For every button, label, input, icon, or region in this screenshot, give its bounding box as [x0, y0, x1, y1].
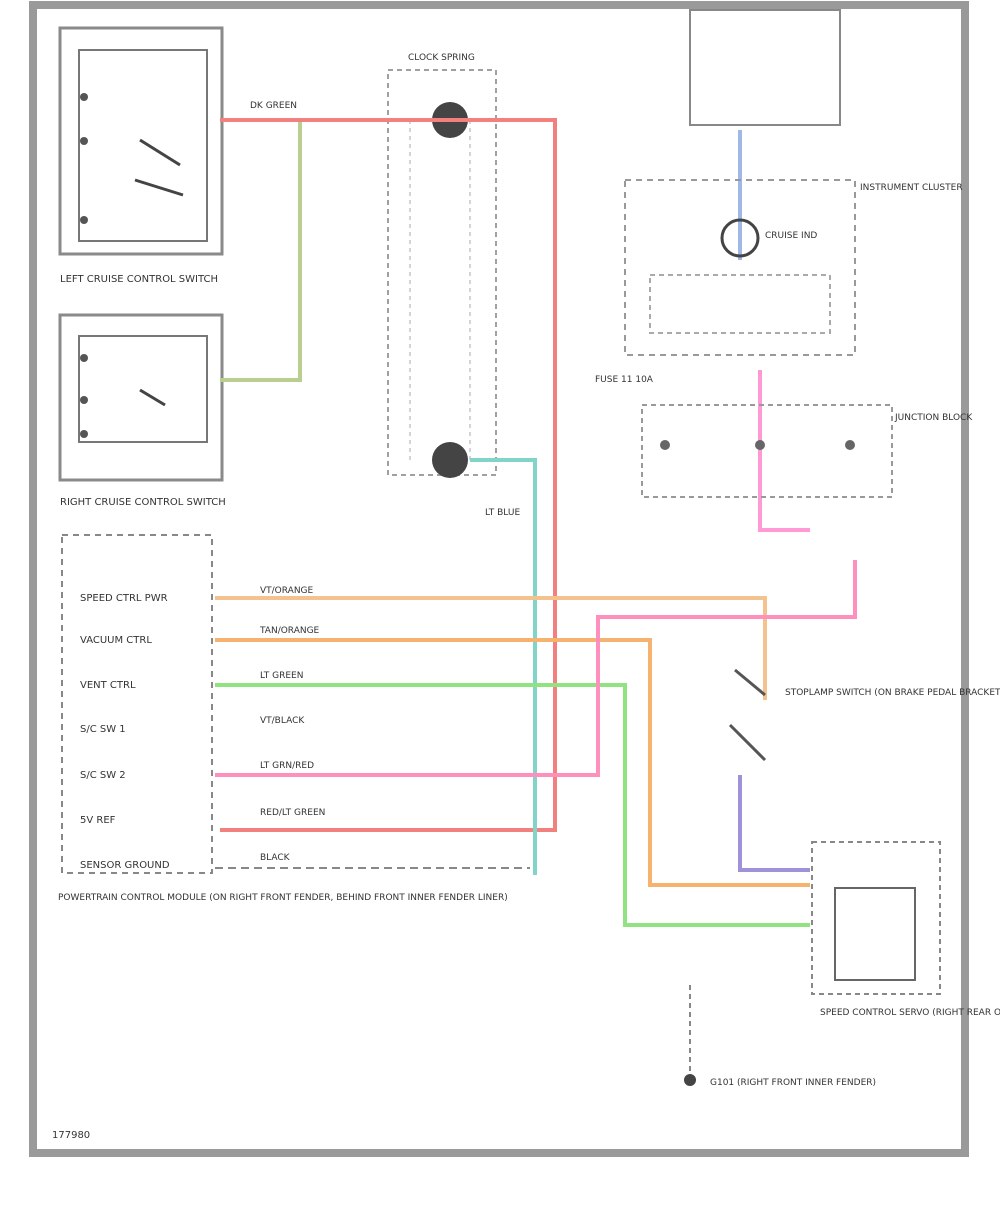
wire-dk-green: DK GREEN: [250, 101, 297, 111]
wire-lt-green-red: LT GRN/RED: [260, 761, 314, 771]
ground-title: G101 (RIGHT FRONT INNER FENDER): [710, 1078, 876, 1088]
wire-red-lt-green: RED/LT GREEN: [260, 808, 325, 818]
junction-block-title: JUNCTION BLOCK: [894, 413, 973, 423]
pin-ref-label: 5V REF: [80, 815, 116, 826]
pin-vent-label: VENT CTRL: [80, 680, 136, 691]
pin-sw2-label: S/C SW 2: [80, 770, 126, 781]
clockspring-title: CLOCK SPRING: [408, 53, 475, 63]
pin-sw1-label: S/C SW 1: [80, 724, 126, 735]
left-switch-title: LEFT CRUISE CONTROL SWITCH: [60, 274, 218, 285]
clockspring: CLOCK SPRING: [387, 53, 497, 478]
wire-vt-orange: VT/ORANGE: [260, 586, 314, 596]
wire-labels: DK GREEN VT/ORANGE TAN/ORANGE LT GREEN V…: [250, 101, 520, 863]
instrument-cluster: INSTRUMENT CLUSTER CRUISE IND: [624, 9, 963, 356]
powertrain-control-module: SPEED CTRL PWR VACUUM CTRL VENT CTRL S/C…: [58, 534, 508, 903]
pin-speed-label: SPEED CTRL PWR: [80, 593, 168, 604]
wires: [215, 118, 857, 927]
right-cruise-switch: RIGHT CRUISE CONTROL SWITCH: [58, 313, 226, 508]
stoplamp-switch: STOPLAMP SWITCH (ON BRAKE PEDAL BRACKET): [728, 668, 1000, 762]
stoplamp-switch-label: STOPLAMP SWITCH (ON BRAKE PEDAL BRACKET): [785, 688, 1000, 698]
wire-lt-green: LT GREEN: [260, 671, 303, 681]
wire-lt-blue: LT BLUE: [485, 508, 520, 518]
left-cruise-switch: LEFT CRUISE CONTROL SWITCH: [58, 26, 224, 285]
ground-symbol: G101 (RIGHT FRONT INNER FENDER): [684, 985, 876, 1088]
junction-block: JUNCTION BLOCK FUSE 11 10A: [595, 375, 973, 498]
cruise-indicator-label: CRUISE IND: [765, 231, 817, 241]
wire-tan-orange: TAN/ORANGE: [259, 626, 320, 636]
wire-vt-black: VT/BLACK: [260, 716, 305, 726]
wire-black: BLACK: [260, 853, 291, 863]
diagram-stamp: 177980: [52, 1130, 90, 1141]
pin-ground-label: SENSOR GROUND: [80, 860, 170, 871]
fuse-label: FUSE 11 10A: [595, 375, 654, 385]
pcm-title: POWERTRAIN CONTROL MODULE (ON RIGHT FRON…: [58, 893, 508, 903]
pin-vacuum-label: VACUUM CTRL: [80, 635, 152, 646]
servo-title: SPEED CONTROL SERVO (RIGHT REAR OF ENGIN…: [820, 1008, 1000, 1018]
cluster-title: INSTRUMENT CLUSTER: [860, 183, 963, 193]
speed-control-servo: SPEED CONTROL SERVO (RIGHT REAR OF ENGIN…: [811, 841, 1000, 1018]
diagram-frame: [29, 1, 969, 1157]
right-switch-title: RIGHT CRUISE CONTROL SWITCH: [60, 497, 226, 508]
